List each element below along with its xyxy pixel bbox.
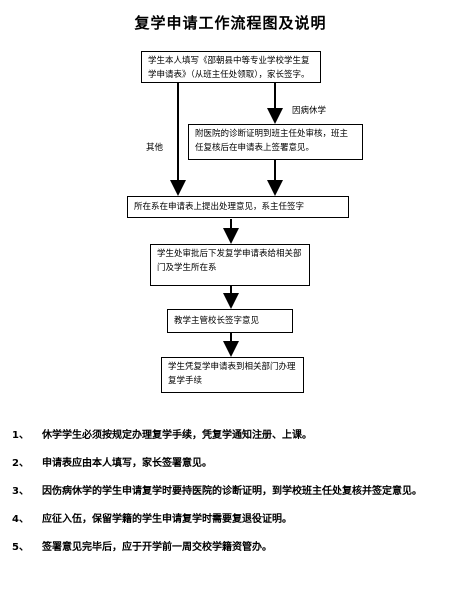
flow-arrows bbox=[170, 82, 283, 357]
flow-step-student-office: 学生处审批后下发复学申请表给相关部门及学生所在系 bbox=[150, 244, 310, 286]
note-text: 因伤病休学的学生申请复学时要持医院的诊断证明，到学校班主任处复核并签定意见。 bbox=[42, 486, 422, 497]
flow-step-apply: 学生本人填写《邵朝县中等专业学校学生复学申请表》（从班主任处领取），家长签字。 bbox=[141, 51, 321, 83]
note-item: 3、 因伤病休学的学生申请复学时要持医院的诊断证明，到学校班主任处复核并签定意见… bbox=[8, 484, 456, 500]
note-item: 2、 申请表应由本人填写，家长签署意见。 bbox=[8, 456, 456, 472]
note-text: 休学学生必须按规定办理复学手续，凭复学通知注册、上课。 bbox=[42, 430, 312, 441]
note-number: 3、 bbox=[12, 486, 29, 497]
note-number: 4、 bbox=[12, 514, 29, 525]
note-item: 1、 休学学生必须按规定办理复学手续，凭复学通知注册、上课。 bbox=[8, 428, 456, 444]
note-number: 1、 bbox=[12, 430, 29, 441]
branch-label-illness: 因病休学 bbox=[292, 106, 327, 116]
flow-step-department-opinion: 所在系在申请表上提出处理意见，系主任签字 bbox=[127, 196, 349, 218]
note-number: 2、 bbox=[12, 458, 29, 469]
page-title: 复学申请工作流程图及说明 bbox=[134, 14, 327, 32]
flow-step-medical-review: 附医院的诊断证明到班主任处审核，班主任复核后在申请表上签署意见。 bbox=[188, 124, 363, 160]
notes-list: 1、 休学学生必须按规定办理复学手续，凭复学通知注册、上课。 2、 申请表应由本… bbox=[8, 428, 456, 568]
note-number: 5、 bbox=[12, 542, 29, 553]
note-text: 签署意见完毕后，应于开学前一周交校学籍资管办。 bbox=[42, 542, 272, 553]
note-item: 5、 签署意见完毕后，应于开学前一周交校学籍资管办。 bbox=[8, 540, 456, 556]
flow-step-reinstate: 学生凭复学申请表到相关部门办理复学手续 bbox=[161, 357, 304, 393]
note-text: 应征入伍，保留学籍的学生申请复学时需要复退役证明。 bbox=[42, 514, 292, 525]
flow-step-principal-sign: 教学主管校长签字意见 bbox=[167, 309, 293, 333]
note-text: 申请表应由本人填写，家长签署意见。 bbox=[42, 458, 212, 469]
note-item: 4、 应征入伍，保留学籍的学生申请复学时需要复退役证明。 bbox=[8, 512, 456, 528]
branch-label-other: 其他 bbox=[146, 143, 164, 153]
